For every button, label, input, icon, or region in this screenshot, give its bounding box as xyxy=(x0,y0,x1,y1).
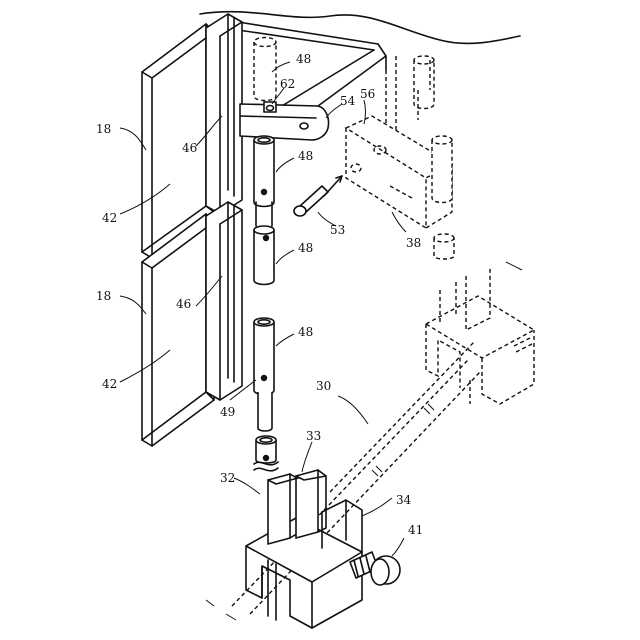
label-62: 62 xyxy=(280,77,295,91)
upper-barrel-48 xyxy=(254,136,274,226)
post-32 xyxy=(268,470,326,544)
label-42-upper: 42 xyxy=(102,211,117,225)
label-48-top: 48 xyxy=(296,52,311,66)
middle-barrel-48 xyxy=(254,226,274,285)
label-49: 49 xyxy=(220,405,235,419)
label-32: 32 xyxy=(220,471,235,485)
lower-barrel-48 xyxy=(254,318,274,431)
phantom-bracket-upper xyxy=(426,266,534,404)
phantom-barrel-48-top xyxy=(254,38,276,101)
label-33: 33 xyxy=(306,429,321,443)
hinge-leaf-54 xyxy=(240,102,329,140)
label-46-upper: 46 xyxy=(182,141,197,155)
label-46-lower: 46 xyxy=(176,297,191,311)
label-53: 53 xyxy=(330,223,345,237)
label-48-lower: 48 xyxy=(298,325,313,339)
label-56: 56 xyxy=(360,87,375,101)
label-38: 38 xyxy=(406,236,421,250)
knob-41 xyxy=(350,552,400,585)
label-48-upper: 48 xyxy=(298,149,313,163)
upper-stile-46 xyxy=(206,14,242,214)
label-30: 30 xyxy=(316,379,331,393)
lower-stile-46 xyxy=(206,202,242,400)
pin-lower-segment xyxy=(254,436,278,471)
label-54: 54 xyxy=(340,94,356,108)
label-41: 41 xyxy=(408,523,423,537)
label-34: 34 xyxy=(396,493,412,507)
label-48-middle: 48 xyxy=(298,241,313,255)
bolt-53 xyxy=(294,176,342,216)
label-18-lower: 18 xyxy=(96,289,111,303)
label-18-upper: 18 xyxy=(96,122,111,136)
top-break-line xyxy=(200,12,520,44)
label-42-lower: 42 xyxy=(102,377,117,391)
